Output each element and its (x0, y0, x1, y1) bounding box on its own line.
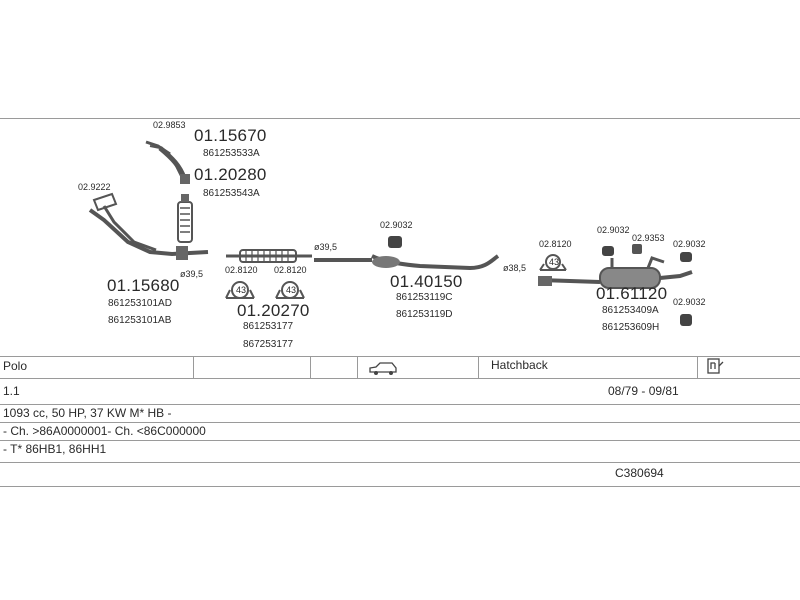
gasket-029853 (145, 140, 185, 183)
label-861253533A: 861253533A (203, 148, 260, 159)
label-0120280: 01.20280 (194, 165, 267, 184)
cell-model: Polo (3, 359, 28, 373)
label-861253119D: 861253119D (396, 309, 453, 320)
label-029853: 02.9853 (153, 120, 186, 130)
label-861253543A: 861253543A (203, 188, 260, 199)
exhaust-diagram: 02.9853 01.15670 861253533A 01.20280 861… (0, 118, 800, 356)
label-861253609H: 861253609H (602, 322, 660, 333)
cell-chassis: - Ch. >86A0000001- Ch. <86C000000 (3, 424, 206, 438)
exhaust-diagram-drawing (88, 140, 693, 326)
label-029222: 02.9222 (78, 182, 111, 192)
col-divider (357, 357, 358, 379)
label-029032-b: 02.9032 (597, 225, 630, 235)
label-861253101AD: 861253101AD (108, 298, 172, 309)
clamp-size-b: 43 (286, 285, 297, 295)
clamp-size-c: 43 (549, 257, 560, 267)
label-861253119C: 861253119C (396, 292, 453, 303)
table-row-spec: 1093 cc, 50 HP, 37 KW M* HB - (0, 404, 800, 423)
clamp-028120-b (275, 281, 305, 299)
cell-body-type: Hatchback (491, 358, 548, 372)
table-row-engine: 1.1 08/79 - 09/81 (0, 378, 800, 405)
clamp-028120-a (225, 281, 255, 299)
middle-pipe-0140150 (314, 254, 500, 271)
label-861253409A: 861253409A (602, 305, 659, 316)
col-divider (697, 357, 698, 379)
label-0115680: 01.15680 (107, 276, 180, 295)
front-pipe-0120270 (226, 249, 312, 263)
cell-period: 08/79 - 09/81 (608, 384, 679, 398)
hanger-029353 (632, 244, 642, 254)
flex-pipe-vertical (177, 194, 193, 243)
cell-engine: 1.1 (3, 384, 20, 398)
label-dia-395-a: ø39,5 (180, 269, 204, 279)
label-861253177: 861253177 (243, 321, 294, 332)
label-029032-a: 02.9032 (380, 220, 413, 230)
label-029032-c: 02.9032 (673, 239, 706, 249)
label-861253101AB: 861253101AB (108, 315, 172, 326)
label-028120-b: 02.8120 (274, 265, 307, 275)
clamp-size-a: 43 (236, 285, 247, 295)
label-dia-395-b: ø39,5 (314, 242, 338, 252)
label-867253177: 867253177 (243, 339, 294, 350)
label-0140150: 01.40150 (390, 272, 463, 291)
label-0161120: 01.61120 (596, 284, 668, 303)
col-divider (193, 357, 194, 379)
col-divider (310, 357, 311, 379)
bottom-rule (0, 486, 800, 487)
mount-029032-a (388, 236, 402, 248)
col-divider (478, 357, 479, 379)
tail-pipe-0161120 (538, 256, 693, 289)
label-029032-d: 02.9032 (673, 297, 706, 307)
table-row-chassis: - Ch. >86A0000001- Ch. <86C000000 (0, 422, 800, 441)
top-rule (0, 118, 800, 119)
car-side-icon (365, 357, 398, 379)
cell-engine-codes: - T* 86HB1, 86HH1 (3, 442, 107, 456)
label-028120-a: 02.8120 (225, 265, 258, 275)
label-0115670: 01.15670 (194, 126, 267, 145)
table-row-model: Polo Hatchback (0, 356, 800, 379)
cell-catalog-code: C380694 (615, 466, 664, 480)
label-028120-c: 02.8120 (539, 239, 572, 249)
downpipe-0115680 (88, 192, 209, 260)
manual-gearbox-icon (704, 357, 725, 379)
table-row-engine-codes: - T* 86HB1, 86HH1 (0, 440, 800, 463)
clamp-028120-c (539, 254, 567, 271)
label-0120270: 01.20270 (237, 301, 310, 320)
mounts-029032 (602, 246, 692, 326)
cell-spec: 1093 cc, 50 HP, 37 KW M* HB - (3, 406, 172, 420)
bend-pipe-0120280 (158, 146, 190, 184)
label-dia-385: ø38,5 (503, 263, 527, 273)
table-row-catalog: C380694 (0, 462, 800, 487)
label-029353: 02.9353 (632, 233, 665, 243)
